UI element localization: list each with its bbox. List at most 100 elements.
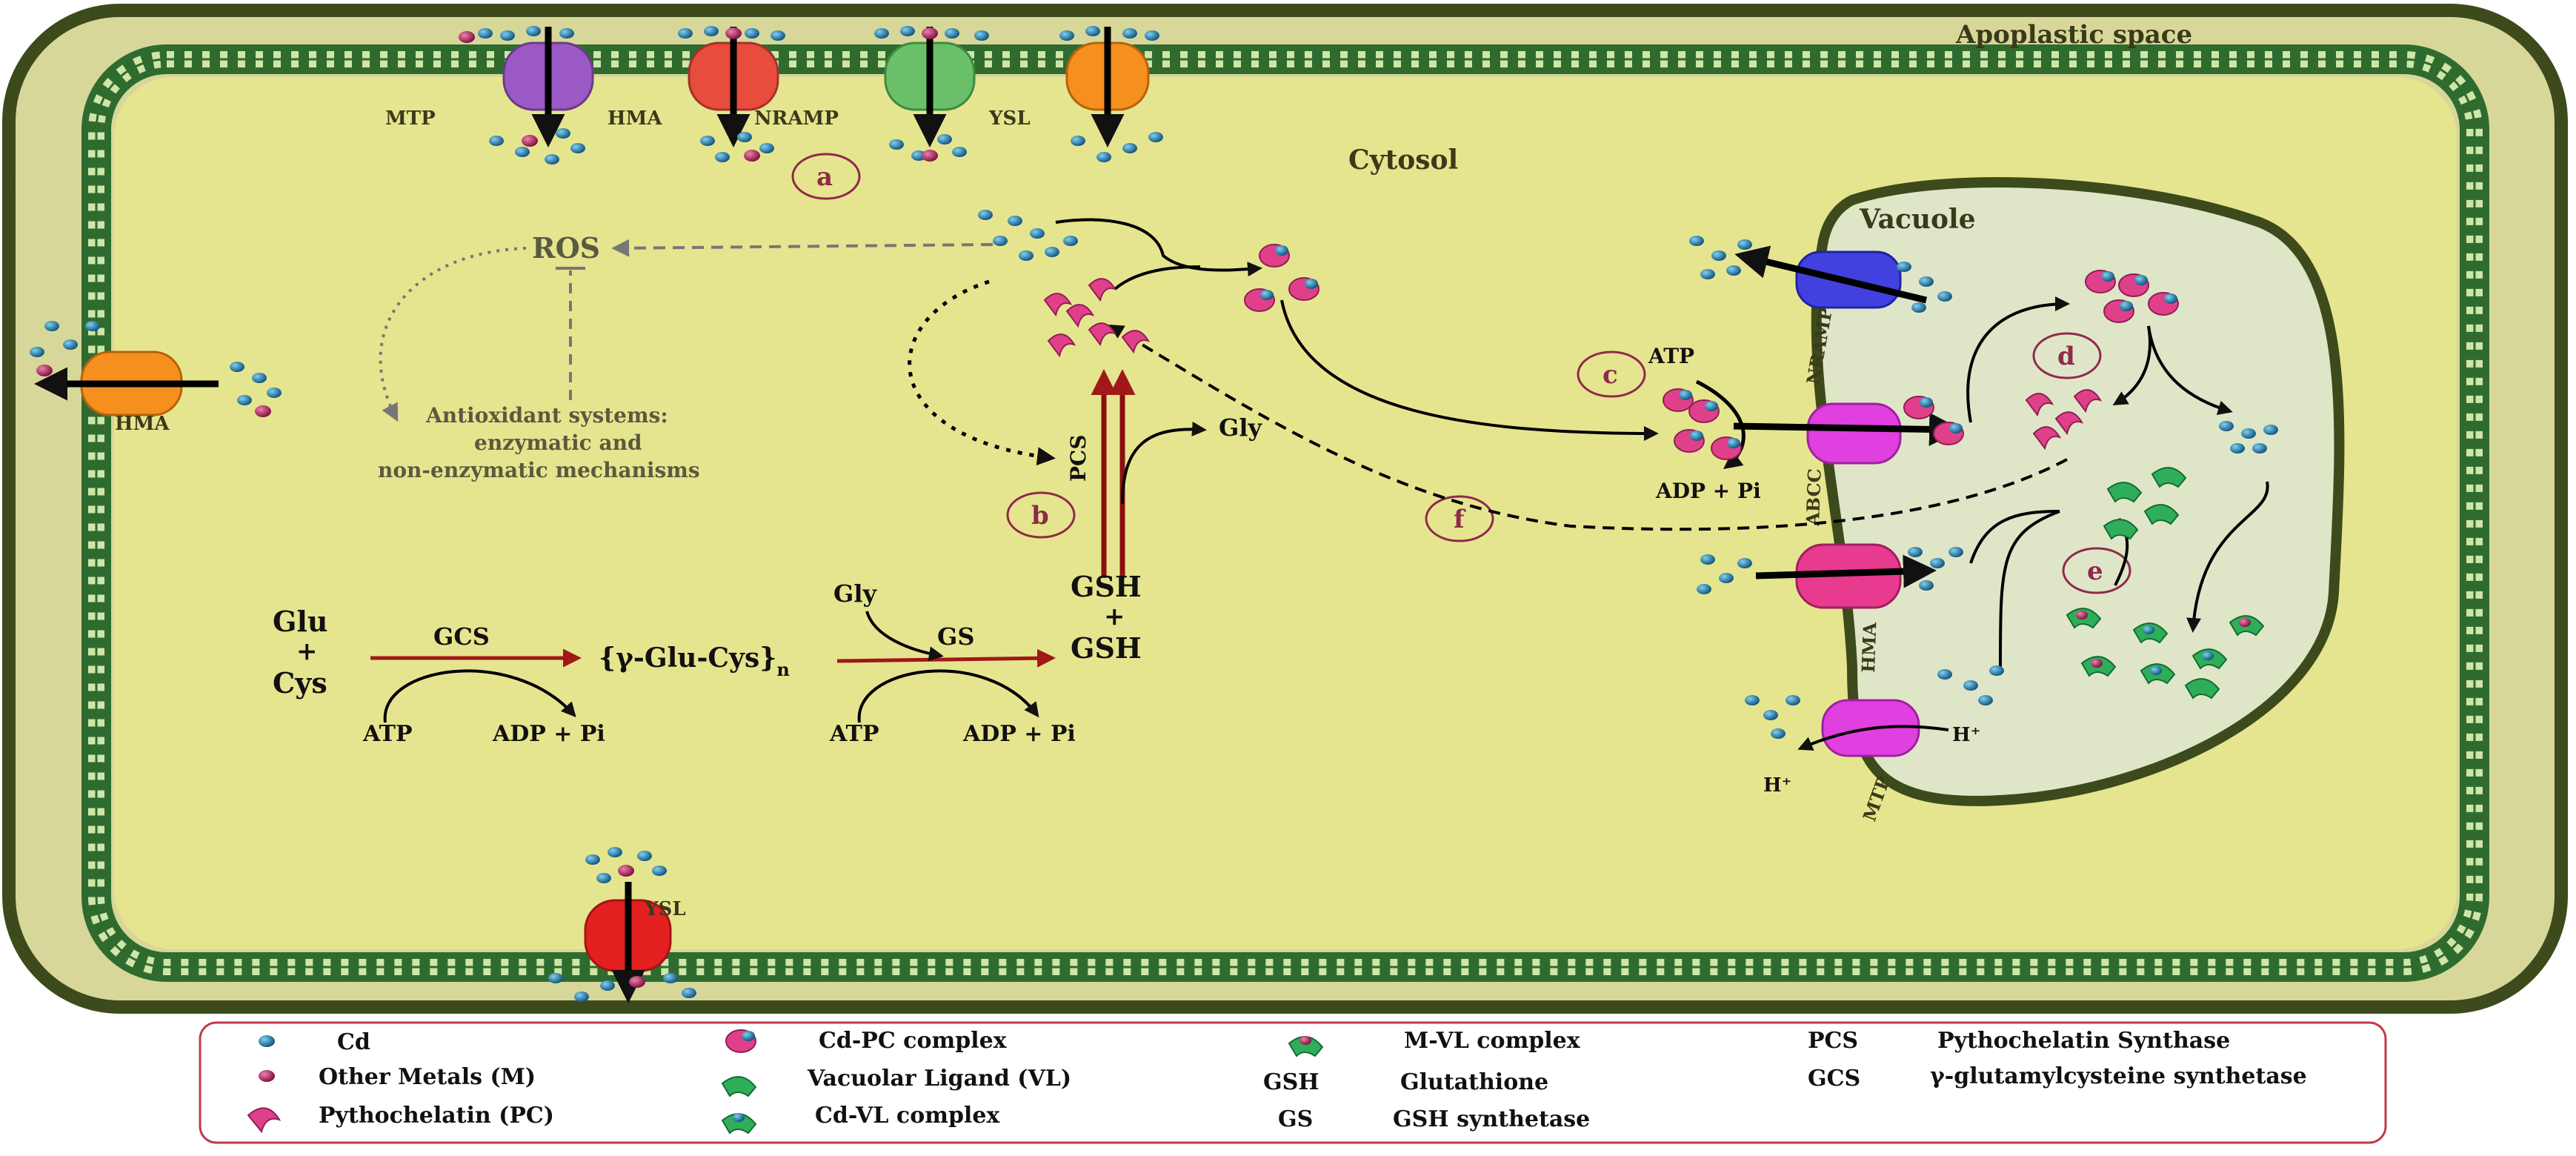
glu-cys-plus: + bbox=[296, 637, 318, 666]
phytochelatin-cluster bbox=[1043, 278, 2103, 451]
other-metal-ions bbox=[36, 27, 938, 988]
svg-text:Pythochelatin (PC): Pythochelatin (PC) bbox=[319, 1103, 554, 1129]
legend-gcs: GCS γ-glutamylcysteine synthetase bbox=[1808, 1063, 2307, 1092]
svg-text:γ-glutamylcysteine synthetase: γ-glutamylcysteine synthetase bbox=[1930, 1063, 2307, 1089]
transporter-mtp bbox=[502, 27, 594, 147]
legend-pcs: PCS Pythochelatin Synthase bbox=[1808, 1028, 2230, 1054]
ros-arrow bbox=[611, 239, 994, 257]
legend-gsh: GSH Glutathione bbox=[1263, 1069, 1548, 1095]
hma-label: HMA bbox=[608, 107, 662, 130]
gsh-label-1: GSH bbox=[1071, 570, 1142, 603]
gly-label-2: Gly bbox=[833, 579, 877, 608]
legend-box bbox=[199, 1021, 2387, 1144]
svg-text:Cd: Cd bbox=[337, 1029, 370, 1055]
legend-m-vl: M-VL complex bbox=[1288, 1028, 1581, 1057]
svg-text:Cd-PC complex: Cd-PC complex bbox=[819, 1028, 1008, 1054]
gcs-label: GCS bbox=[433, 622, 490, 651]
gly-in-arrow bbox=[865, 611, 944, 662]
cd-ions bbox=[30, 26, 2278, 1002]
svg-text:f: f bbox=[1454, 505, 1466, 534]
vac-transporter-hma bbox=[1755, 543, 1937, 609]
ros-label: ROS bbox=[532, 231, 600, 265]
nramp-label: NRAMP bbox=[754, 107, 839, 130]
vl-complexes bbox=[2066, 608, 2265, 700]
pcs-label: PCS bbox=[1066, 434, 1091, 482]
transporter-ysl-bottom bbox=[584, 882, 672, 1003]
vac-hma-label: HMA bbox=[1857, 622, 1880, 673]
step-marker-a: a bbox=[791, 153, 861, 200]
cys-label: Cys bbox=[273, 666, 327, 700]
adp-label-2: ADP + Pi bbox=[962, 721, 1076, 747]
legend-cd-vl: Cd-VL complex bbox=[721, 1103, 1000, 1135]
gsh-plus: + bbox=[1104, 602, 1125, 631]
antiox-line-3: non-enzymatic mechanisms bbox=[378, 458, 700, 482]
vacuolar-ligands bbox=[2103, 467, 2187, 540]
vac-arrow-e-right bbox=[2186, 481, 2269, 633]
svg-text:PCS: PCS bbox=[1808, 1028, 1858, 1054]
transporter-ysl bbox=[1065, 27, 1150, 147]
vac-arrow-hma-up bbox=[1999, 510, 2060, 668]
glucys-label: {γ-Glu-Cys}n bbox=[599, 642, 790, 680]
atp-label-1: ATP bbox=[362, 721, 413, 747]
cdpc-to-vacuole-arrow bbox=[1280, 299, 1659, 441]
svg-text:Other Metals (M): Other Metals (M) bbox=[319, 1064, 536, 1090]
gs-arrow bbox=[836, 648, 1056, 668]
h-plus-1: H⁺ bbox=[1952, 724, 1980, 746]
cytosol-label: Cytosol bbox=[1348, 144, 1458, 176]
legend-gs: GS GSH synthetase bbox=[1278, 1106, 1590, 1132]
vac-arrow-split-right bbox=[2147, 325, 2233, 415]
atp-arc-2 bbox=[857, 669, 1039, 723]
svg-text:GSH: GSH bbox=[1263, 1069, 1319, 1095]
vac-arrow-split-left bbox=[2112, 325, 2151, 406]
antiox-line-1: Antioxidant systems: bbox=[425, 403, 668, 428]
svg-text:Pythochelatin Synthase: Pythochelatin Synthase bbox=[1937, 1028, 2230, 1054]
gly-top-label: Gly bbox=[1219, 413, 1262, 442]
cd-to-pc-arrow bbox=[1055, 218, 1262, 277]
hma-left-label: HMA bbox=[115, 413, 170, 435]
h-plus-2: H⁺ bbox=[1763, 774, 1791, 797]
vac-transporter-abcc bbox=[1733, 402, 1963, 465]
svg-text:e: e bbox=[2087, 557, 2103, 586]
plasma-membrane-inner bbox=[95, 58, 2476, 969]
transporter-nramp bbox=[884, 27, 976, 147]
vac-transporter-mtp bbox=[1797, 699, 1949, 757]
atp-c-arc bbox=[1695, 379, 1745, 470]
legend-cd: Cd bbox=[259, 1029, 370, 1055]
svg-text:d: d bbox=[2057, 342, 2075, 371]
mtp-label: MTP bbox=[385, 107, 436, 130]
legend-cd-pc: Cd-PC complex bbox=[725, 1028, 1008, 1054]
svg-text:a: a bbox=[816, 162, 833, 192]
atp-arc-1 bbox=[383, 669, 576, 723]
atp-c-label: ATP bbox=[1648, 344, 1694, 368]
ysl-bottom-label: YSL bbox=[644, 898, 686, 920]
svg-text:c: c bbox=[1602, 360, 1618, 390]
step-marker-b: b bbox=[1006, 491, 1076, 539]
gs-label: GS bbox=[937, 622, 974, 651]
svg-text:GSH synthetase: GSH synthetase bbox=[1393, 1106, 1590, 1132]
gsh-label-2: GSH bbox=[1071, 631, 1142, 665]
glu-label: Glu bbox=[273, 605, 328, 638]
svg-text:M-VL complex: M-VL complex bbox=[1404, 1028, 1581, 1054]
svg-text:Cd-VL complex: Cd-VL complex bbox=[815, 1103, 1000, 1129]
ysl-label: YSL bbox=[988, 107, 1031, 130]
legend-vl: Vacuolar Ligand (VL) bbox=[721, 1066, 1071, 1097]
step-marker-d: d bbox=[2032, 332, 2102, 379]
antiox-line-2: enzymatic and bbox=[474, 431, 642, 455]
adp-label-1: ADP + Pi bbox=[492, 721, 605, 747]
adp-c-label: ADP + Pi bbox=[1655, 479, 1761, 503]
apoplast-label: Apoplastic space bbox=[1955, 20, 2192, 50]
step-marker-c: c bbox=[1577, 351, 1646, 398]
svg-text:Glutathione: Glutathione bbox=[1400, 1069, 1548, 1095]
svg-text:Vacuolar Ligand (VL): Vacuolar Ligand (VL) bbox=[807, 1066, 1071, 1092]
svg-text:GS: GS bbox=[1278, 1106, 1313, 1132]
legend-other-metals: Other Metals (M) bbox=[259, 1064, 536, 1090]
vac-arrow-hma-top bbox=[1969, 510, 2060, 564]
vac-arrow-1 bbox=[1966, 296, 2070, 423]
transporter-hma bbox=[688, 27, 779, 147]
legend-pc: Pythochelatin (PC) bbox=[247, 1103, 554, 1134]
pc-complex-arrow bbox=[1114, 265, 1201, 290]
vac-abcc-label: ABCC bbox=[1802, 468, 1826, 528]
vac-transporter-nramp bbox=[1734, 245, 1928, 309]
